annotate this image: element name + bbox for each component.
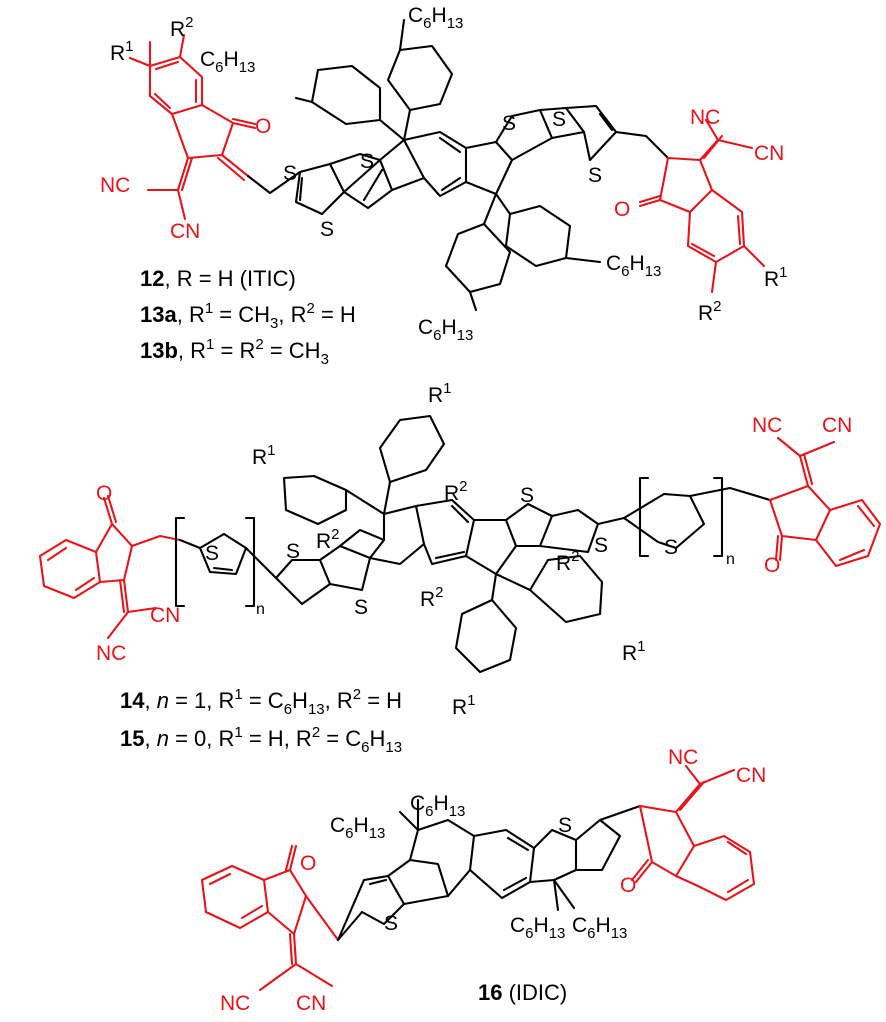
structure-14-15: S S S S S S O O CN NC NC CN n n R1 R1 R2…: [38, 380, 882, 719]
s14-s-6: S: [664, 536, 678, 559]
itic-o-left: O: [255, 115, 271, 138]
s14-r1-b: R1: [428, 380, 452, 407]
structure-idic: S S O O NC CN NC CN C6H13 C6H13 C6H13 C6…: [200, 746, 766, 1015]
idic-s-2: S: [558, 814, 572, 837]
idic-hexyl-2: C6H13: [410, 792, 465, 820]
idic-core: [336, 798, 642, 942]
itic-s-1: S: [283, 162, 297, 185]
s14-s-5: S: [594, 534, 608, 557]
s14-s-4: S: [520, 484, 534, 507]
label-compound-16: 16 (IDIC): [478, 980, 567, 1005]
structure-itic: S S S S S S O O NC CN NC CN R1 R2 R1 R2 …: [100, 4, 788, 344]
itic-cn-left: CN: [170, 220, 200, 243]
s14-n-left: n: [256, 601, 265, 618]
s14-r1-d: R1: [452, 692, 476, 719]
itic-hexyl-1: C6H13: [200, 48, 255, 76]
label-compound-13a: 13a, R1 = CH3, R2 = H: [140, 300, 356, 332]
s14-r1-a: R1: [252, 442, 276, 469]
itic-nc-right: NC: [690, 106, 720, 129]
s14-r2-c: R2: [556, 548, 580, 575]
idic-o-left: O: [300, 852, 316, 875]
itic-r2-right: R2: [698, 298, 722, 325]
itic-core: [246, 18, 670, 312]
itic-r2-left: R2: [170, 14, 194, 41]
itic-r1-right: R1: [764, 264, 788, 291]
label-compound-15: 15, n = 0, R1 = H, R2 = C6H13: [120, 724, 402, 756]
itic-right-acceptor: [638, 118, 766, 294]
s14-cn-left: CN: [150, 604, 180, 627]
label-compound-13b: 13b, R1 = R2 = CH3: [140, 336, 329, 368]
s14-s-3: S: [354, 596, 368, 619]
s14-left-acceptor: [38, 494, 182, 640]
itic-s-4: S: [502, 112, 516, 135]
idic-left-acceptor: [200, 844, 340, 992]
s14-r2-b: R2: [316, 526, 340, 553]
itic-s-5: S: [588, 164, 602, 187]
itic-hexyl-3: C6H13: [606, 252, 661, 280]
itic-o-right: O: [614, 198, 630, 221]
itic-nc-left: NC: [100, 174, 130, 197]
idic-o-right: O: [620, 874, 636, 897]
s14-cn-right: CN: [822, 414, 852, 437]
idic-s-1: S: [384, 912, 398, 935]
idic-nc-right: NC: [668, 746, 698, 769]
label-compound-12: 12, R = H (ITIC): [140, 266, 296, 291]
itic-cn-right: CN: [754, 142, 784, 165]
itic-left-acceptor: [128, 33, 257, 221]
idic-cn-right: CN: [736, 764, 766, 787]
s14-s-1: S: [205, 542, 219, 565]
s14-nc-left: NC: [96, 642, 126, 665]
s14-r1-c: R1: [622, 638, 646, 665]
idic-hexyl-4: C6H13: [572, 914, 627, 942]
itic-r1-left: R1: [110, 38, 134, 65]
s14-o-right: O: [764, 554, 780, 577]
idic-hexyl-3: C6H13: [510, 914, 565, 942]
idic-cn-left: CN: [296, 992, 326, 1015]
s14-r2-a: R2: [444, 478, 468, 505]
itic-hexyl-4: C6H13: [418, 316, 473, 344]
s14-right-acceptor: [768, 436, 882, 568]
idic-hexyl-1: C6H13: [330, 814, 385, 842]
s14-core: [174, 414, 772, 674]
label-compound-14: 14, n = 1, R1 = C6H13, R2 = H: [120, 686, 402, 718]
idic-nc-left: NC: [220, 992, 250, 1015]
idic-right-acceptor: [630, 764, 756, 902]
s14-o-left: O: [96, 482, 112, 505]
itic-hexyl-2: C6H13: [408, 4, 463, 32]
itic-s-2: S: [360, 150, 374, 173]
s14-n-right: n: [726, 551, 735, 568]
s14-r2-d: R2: [420, 584, 444, 611]
s14-nc-right: NC: [752, 414, 782, 437]
itic-s-6: S: [552, 108, 566, 131]
s14-s-2: S: [286, 540, 300, 563]
itic-s-3: S: [320, 218, 334, 241]
